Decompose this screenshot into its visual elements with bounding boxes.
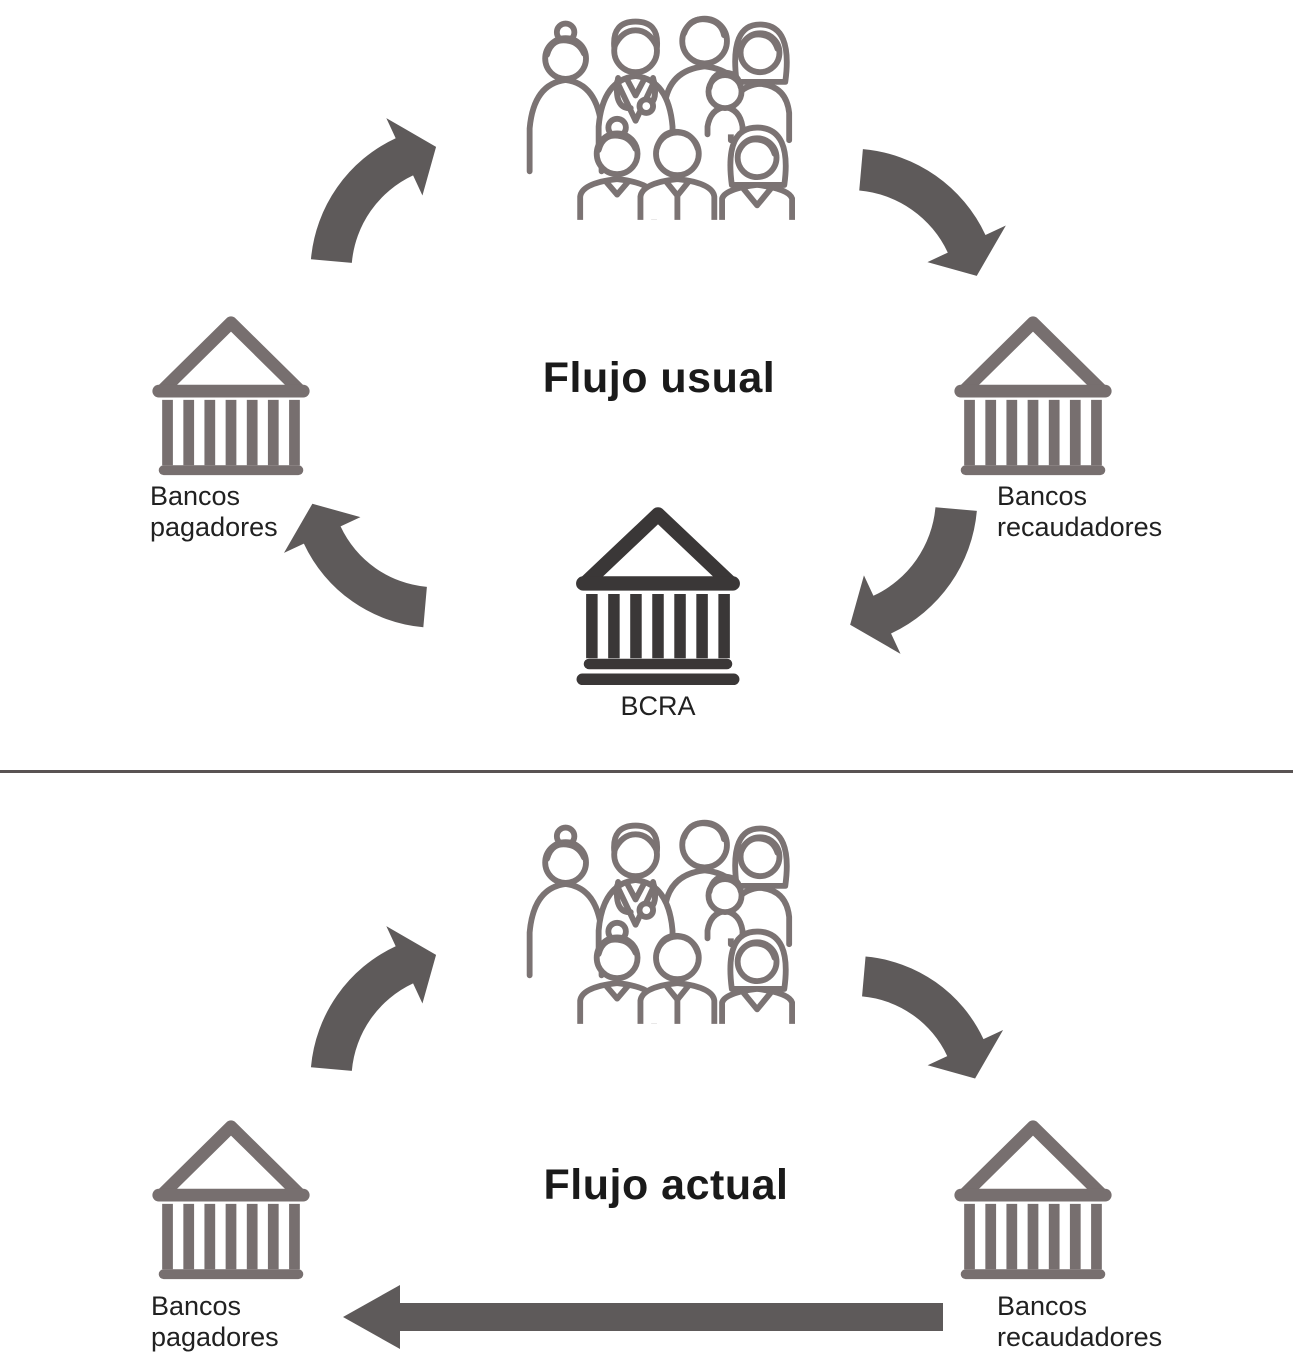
- label-line: Bancos: [997, 481, 1088, 511]
- arrow-recaudadores-to-bcra: [836, 502, 990, 660]
- bank-icon-pagadores: [150, 312, 312, 478]
- label-line: Bancos: [151, 1291, 242, 1321]
- arrow-pagadores-to-people: [298, 920, 450, 1076]
- bank-icon-recaudadores: [952, 1116, 1114, 1282]
- bank-icon-pagadores: [150, 1116, 312, 1282]
- flow-actual-title: Flujo actual: [543, 1161, 789, 1209]
- arrow-people-to-recaudadores: [856, 942, 1010, 1094]
- arrow-bcra-to-pagadores: [278, 488, 432, 642]
- arrow-recaudadores-to-pagadores: [343, 1283, 943, 1351]
- people-group-icon: [517, 808, 795, 1024]
- label-bcra: BCRA: [620, 691, 696, 721]
- label-line: pagadores: [151, 1322, 279, 1352]
- label-bancos-pagadores: Bancos pagadores: [151, 1291, 279, 1353]
- label-bancos-recaudadores: Bancos recaudadores: [997, 1291, 1162, 1353]
- label-line: Bancos: [150, 481, 241, 511]
- bcra-icon: [572, 502, 744, 686]
- label-line: Bancos: [997, 1291, 1088, 1321]
- bank-icon-recaudadores: [952, 312, 1114, 478]
- label-bancos-recaudadores: Bancos recaudadores: [997, 481, 1162, 543]
- section-divider: [0, 770, 1293, 773]
- people-group-icon: [517, 4, 795, 220]
- flow-usual-title: Flujo usual: [542, 354, 776, 402]
- label-line: recaudadores: [997, 1322, 1163, 1352]
- arrow-people-to-recaudadores: [856, 134, 1010, 292]
- arrow-pagadores-to-people: [298, 112, 450, 268]
- label-bancos-pagadores: Bancos pagadores: [150, 481, 278, 543]
- label-line: pagadores: [150, 512, 278, 542]
- label-line: recaudadores: [997, 512, 1163, 542]
